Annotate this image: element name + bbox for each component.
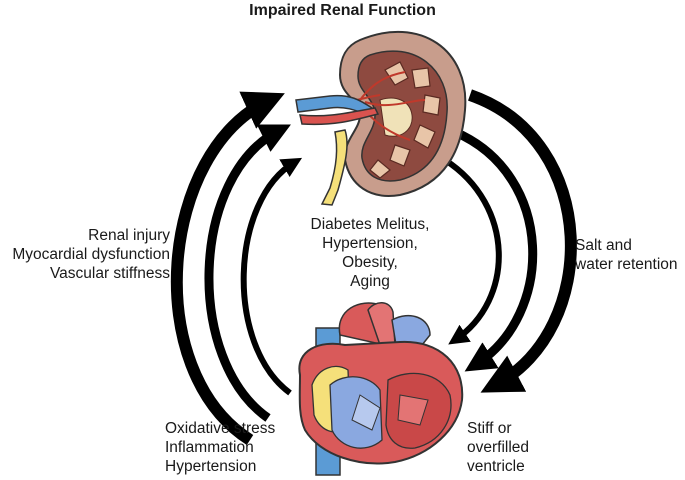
center-factor: Obesity, <box>342 254 398 271</box>
diagram-title: Impaired Renal Function <box>249 2 436 19</box>
bottom-right-factor: ventricle <box>467 458 525 475</box>
right-arrow-inner <box>443 157 502 345</box>
left-arrow-middle <box>204 124 291 422</box>
left-arrow-inner <box>240 157 303 396</box>
bottom-left-factor: Hypertension <box>165 458 257 475</box>
left-factor: Myocardial dysfunction <box>12 246 170 263</box>
right-factor: water retention <box>575 256 678 273</box>
bottom-right-factor: overfilled <box>467 439 530 456</box>
bottom-left-factor: Oxidative stress <box>165 420 276 437</box>
right-arrow-outer <box>468 89 577 393</box>
bottom-left-factor: Inflammation <box>165 439 254 456</box>
bottom-right-factor: Stiff or <box>467 420 512 437</box>
right-factors-label: Salt and water retention <box>575 236 678 274</box>
center-factor: Aging <box>350 273 390 290</box>
kidney-icon <box>295 30 467 206</box>
left-factor: Renal injury <box>88 227 170 244</box>
center-factors-label: Diabetes Melitus, Hypertension, Obesity,… <box>290 215 450 291</box>
heart-icon <box>298 302 464 476</box>
right-factor: Salt and <box>575 237 632 254</box>
left-factors-label: Renal injury Myocardial dysfunction Vasc… <box>0 226 170 283</box>
center-factor: Diabetes Melitus, <box>310 216 430 233</box>
bottom-right-factors-label: Stiff or overfilled ventricle <box>467 419 529 476</box>
right-arrow-middle <box>453 127 538 372</box>
left-arrow-outer <box>170 91 285 446</box>
center-factor: Hypertension, <box>322 235 418 252</box>
left-factor: Vascular stiffness <box>49 265 170 282</box>
bottom-left-factors-label: Oxidative stress Inflammation Hypertensi… <box>165 419 275 476</box>
